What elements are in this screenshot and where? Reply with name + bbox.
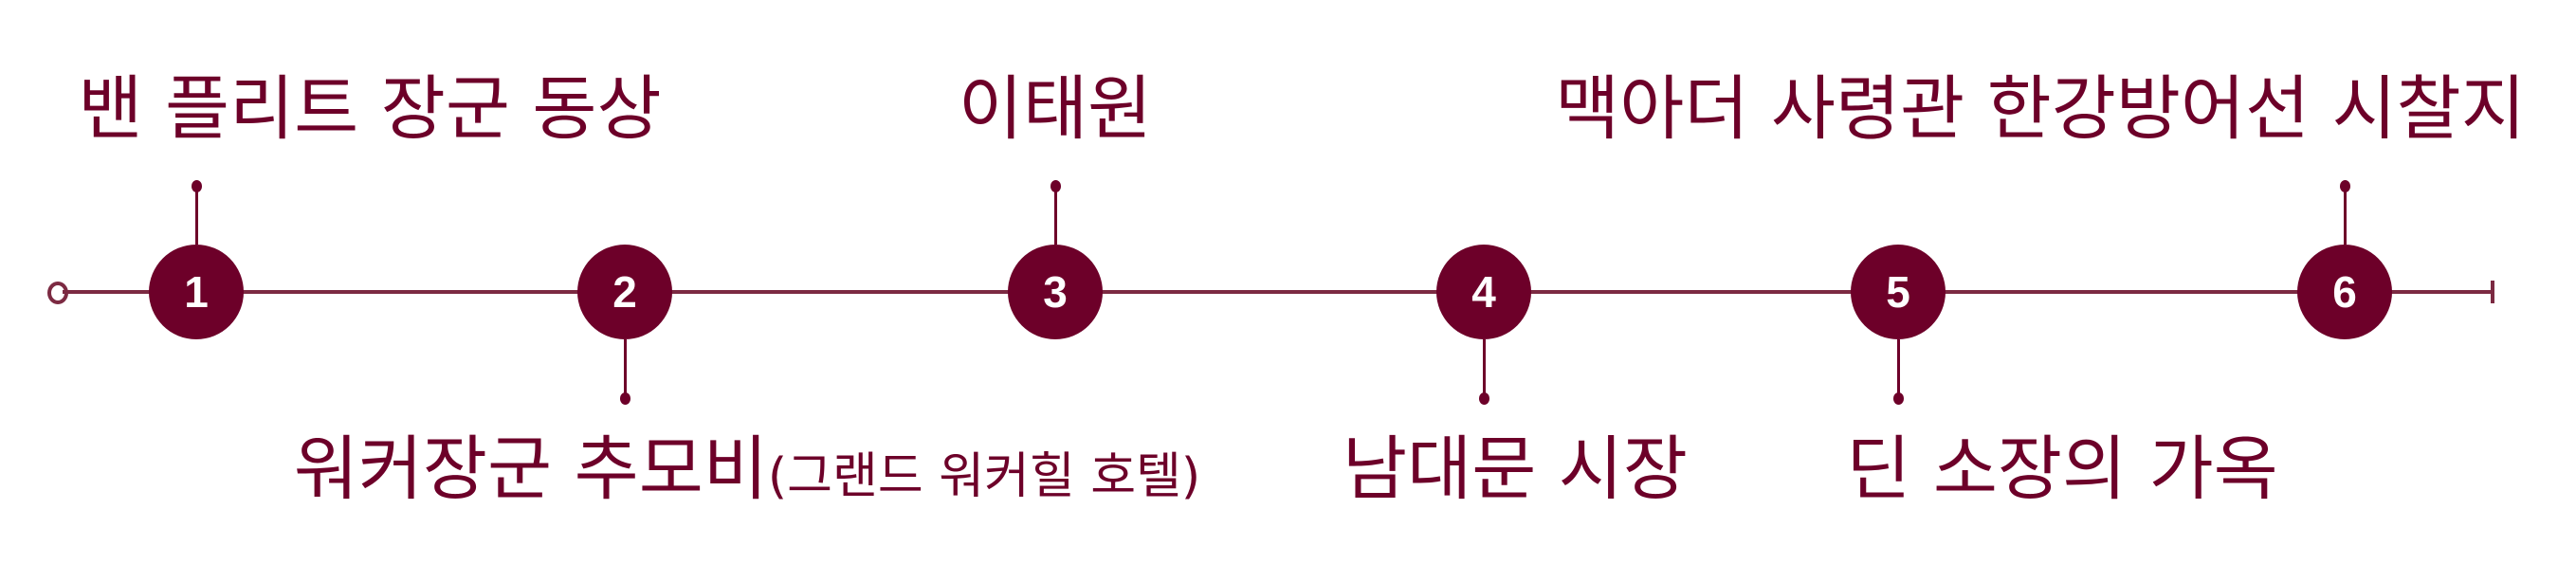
stem-dot — [619, 392, 630, 405]
step-label-3: 이태원 — [958, 68, 1153, 150]
timeline-line — [63, 290, 2493, 294]
stem — [623, 339, 627, 398]
step-node-4: 4 — [1436, 245, 1531, 339]
stem — [194, 188, 198, 245]
step-node-2: 2 — [577, 245, 672, 339]
step-node-1: 1 — [149, 245, 244, 339]
stem-dot — [191, 180, 202, 192]
stem-dot — [1892, 392, 1904, 405]
step-label-2-main: 워커장군 추모비 — [293, 428, 768, 510]
step-label-2-sub: (그랜드 워커힐 호텔) — [767, 448, 1201, 505]
step-node-5: 5 — [1851, 245, 1946, 339]
step-label-4: 남대문 시장 — [1343, 428, 1688, 510]
stem — [1896, 339, 1900, 398]
timeline-end-tick — [2491, 281, 2494, 303]
step-label-6: 맥아더 사령관 한강방어선 시찰지 — [1555, 68, 2526, 150]
step-label-5: 딘 소장의 가옥 — [1846, 428, 2278, 510]
step-node-6: 6 — [2297, 245, 2392, 339]
stem-dot — [1478, 392, 1489, 405]
step-node-3: 3 — [1008, 245, 1103, 339]
step-label-1: 밴 플리트 장군 동상 — [78, 68, 662, 150]
stem-dot — [1050, 180, 1061, 192]
step-label-2: 워커장군 추모비(그랜드 워커힐 호텔) — [294, 434, 1200, 504]
stem — [1482, 339, 1486, 398]
stem-dot — [2339, 180, 2350, 192]
stem — [1053, 188, 1057, 245]
stem — [2343, 188, 2347, 245]
